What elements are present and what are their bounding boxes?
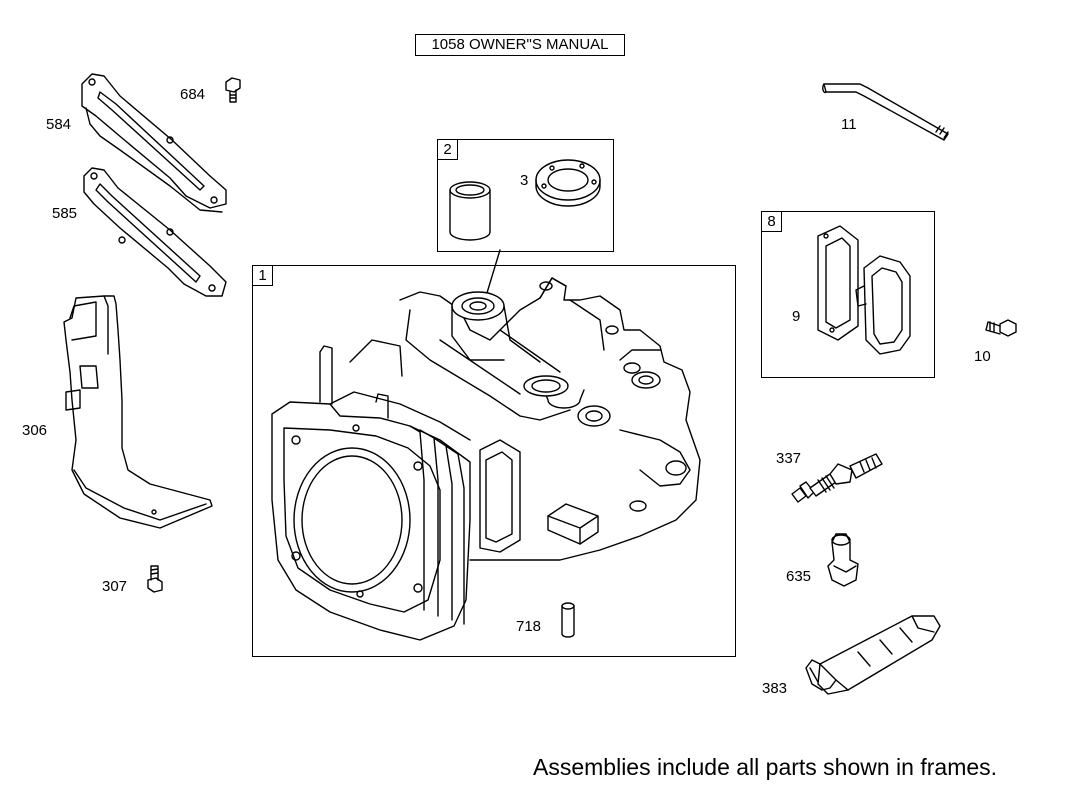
- part-label-684[interactable]: 684: [180, 86, 206, 103]
- owners-manual-label[interactable]: 1058 OWNER"S MANUAL: [415, 34, 625, 56]
- part-label-584[interactable]: 584: [46, 116, 72, 133]
- part-label-307[interactable]: 307: [102, 578, 128, 595]
- part-306-air-guide-drawing[interactable]: [63, 295, 213, 529]
- part-label-585[interactable]: 585: [52, 205, 78, 222]
- part-label-383[interactable]: 383: [762, 680, 788, 697]
- part-383-tool-drawing[interactable]: [805, 615, 941, 695]
- part-307-screw-drawing[interactable]: [147, 565, 163, 593]
- part-11-dipstick-tube-drawing[interactable]: [822, 83, 949, 141]
- part-label-718[interactable]: 718: [516, 618, 542, 635]
- part-684-bolt-drawing[interactable]: [225, 77, 241, 103]
- part-585-gasket-drawing[interactable]: [83, 167, 227, 297]
- frame-1-tag: 1: [253, 266, 273, 286]
- part-337-spark-plug-drawing[interactable]: [791, 453, 883, 503]
- frame-1-cylinder-assembly[interactable]: 1: [252, 265, 736, 657]
- frame-8-breather[interactable]: 8: [761, 211, 935, 378]
- part-label-11[interactable]: 11: [841, 116, 857, 133]
- part-2-bushing-drawing[interactable]: [449, 181, 491, 241]
- part-label-9[interactable]: 9: [792, 308, 801, 325]
- part-8-breather-cover-drawing[interactable]: [855, 255, 911, 355]
- part-1-cylinder-block-drawing[interactable]: [271, 277, 701, 641]
- part-9-gasket-drawing[interactable]: [817, 225, 859, 341]
- part-label-10[interactable]: 10: [974, 348, 991, 365]
- part-label-306[interactable]: 306: [22, 422, 48, 439]
- part-10-screw-drawing[interactable]: [985, 319, 1017, 337]
- frame-8-tag: 8: [762, 212, 782, 232]
- part-label-3[interactable]: 3: [520, 172, 529, 189]
- part-3-oil-seal-drawing[interactable]: [535, 159, 601, 207]
- part-635-spark-plug-boot-drawing[interactable]: [827, 533, 859, 587]
- frame-2-tag: 2: [438, 140, 458, 160]
- assemblies-note: Assemblies include all parts shown in fr…: [533, 754, 998, 780]
- part-label-337[interactable]: 337: [776, 450, 802, 467]
- part-584-gasket-drawing[interactable]: [81, 73, 227, 213]
- part-label-635[interactable]: 635: [786, 568, 812, 585]
- frame-2-bushing-seal[interactable]: 2: [437, 139, 614, 252]
- part-718-dowel-pin-drawing[interactable]: [561, 602, 575, 638]
